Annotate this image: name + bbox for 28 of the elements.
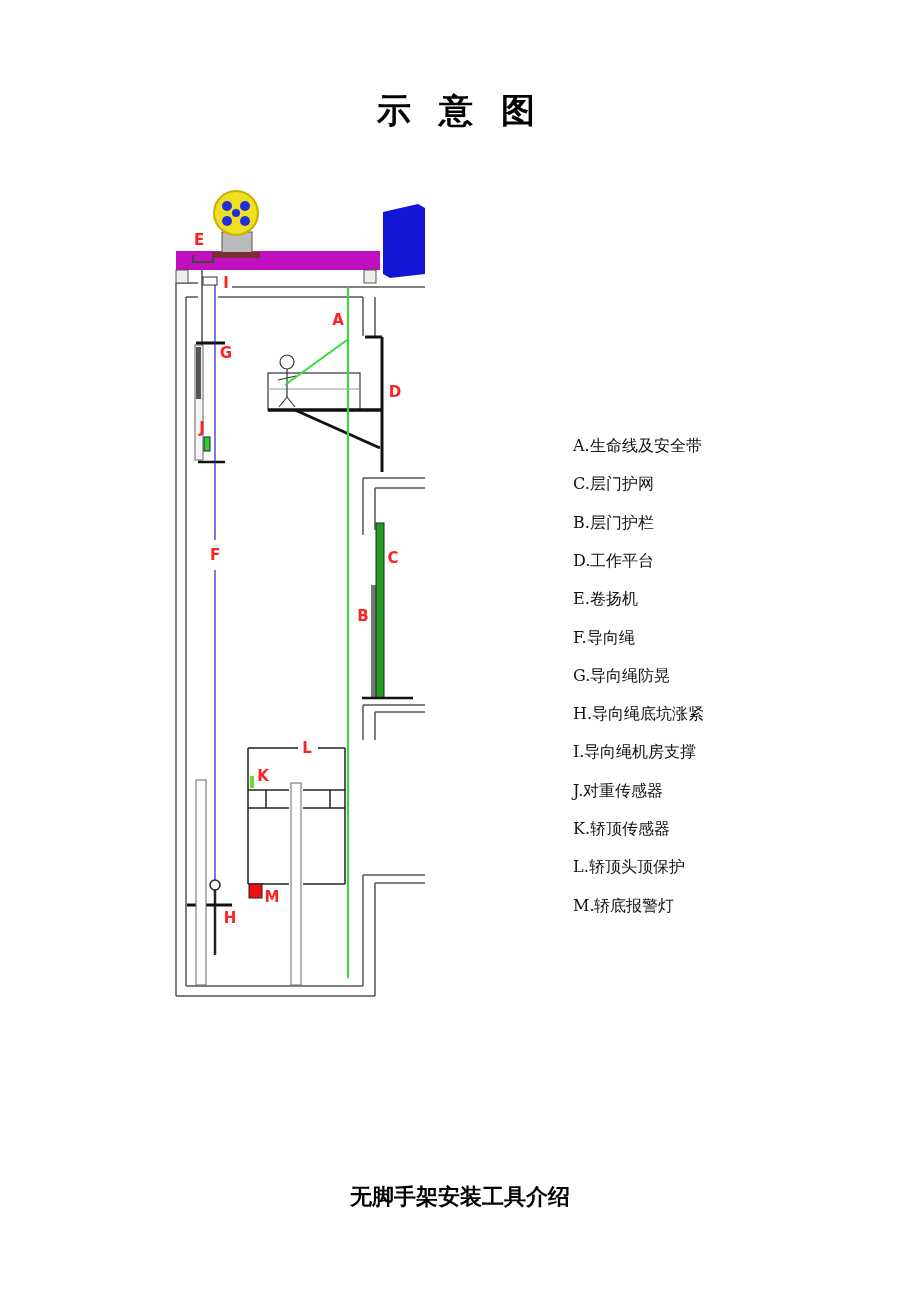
key-item: H.导向绳底坑涨紧 (573, 704, 705, 725)
callout-letter: D (388, 384, 402, 400)
key-item: L.轿顶头顶保护 (573, 857, 685, 878)
key-item: C.层门护网 (573, 474, 654, 495)
key-item: B.层门护栏 (573, 512, 654, 533)
key-item: D.工作平台 (573, 550, 655, 571)
callout-letter: F (209, 547, 221, 563)
title: 示 意 图 (376, 89, 544, 132)
callout-letter: L (302, 740, 312, 756)
callout-letter: G (219, 345, 233, 361)
key-item: G.导向绳防晃 (573, 665, 671, 686)
callout-letter: C (387, 550, 399, 566)
callout-letter: H (223, 910, 237, 926)
key-item: A.生命线及安全带 (573, 436, 702, 456)
caption: 无脚手架安装工具介绍 (349, 1182, 571, 1211)
callout-letter: E (193, 232, 205, 248)
key-item: F.导向绳 (573, 627, 635, 648)
key-item: M.轿底报警灯 (573, 895, 675, 916)
key-item: I.导向绳机房支撑 (573, 742, 697, 763)
callout-letter: J (199, 420, 205, 436)
key-item: K.轿顶传感器 (573, 819, 671, 839)
callout-letter: B (357, 608, 369, 624)
callout-letter: I (223, 275, 229, 291)
callout-letter: M (264, 889, 280, 905)
key-item: J.对重传感器 (573, 780, 664, 801)
key-item: E.卷扬机 (573, 589, 638, 610)
callout-letter: A (332, 312, 344, 328)
callout-letter: K (257, 768, 269, 784)
